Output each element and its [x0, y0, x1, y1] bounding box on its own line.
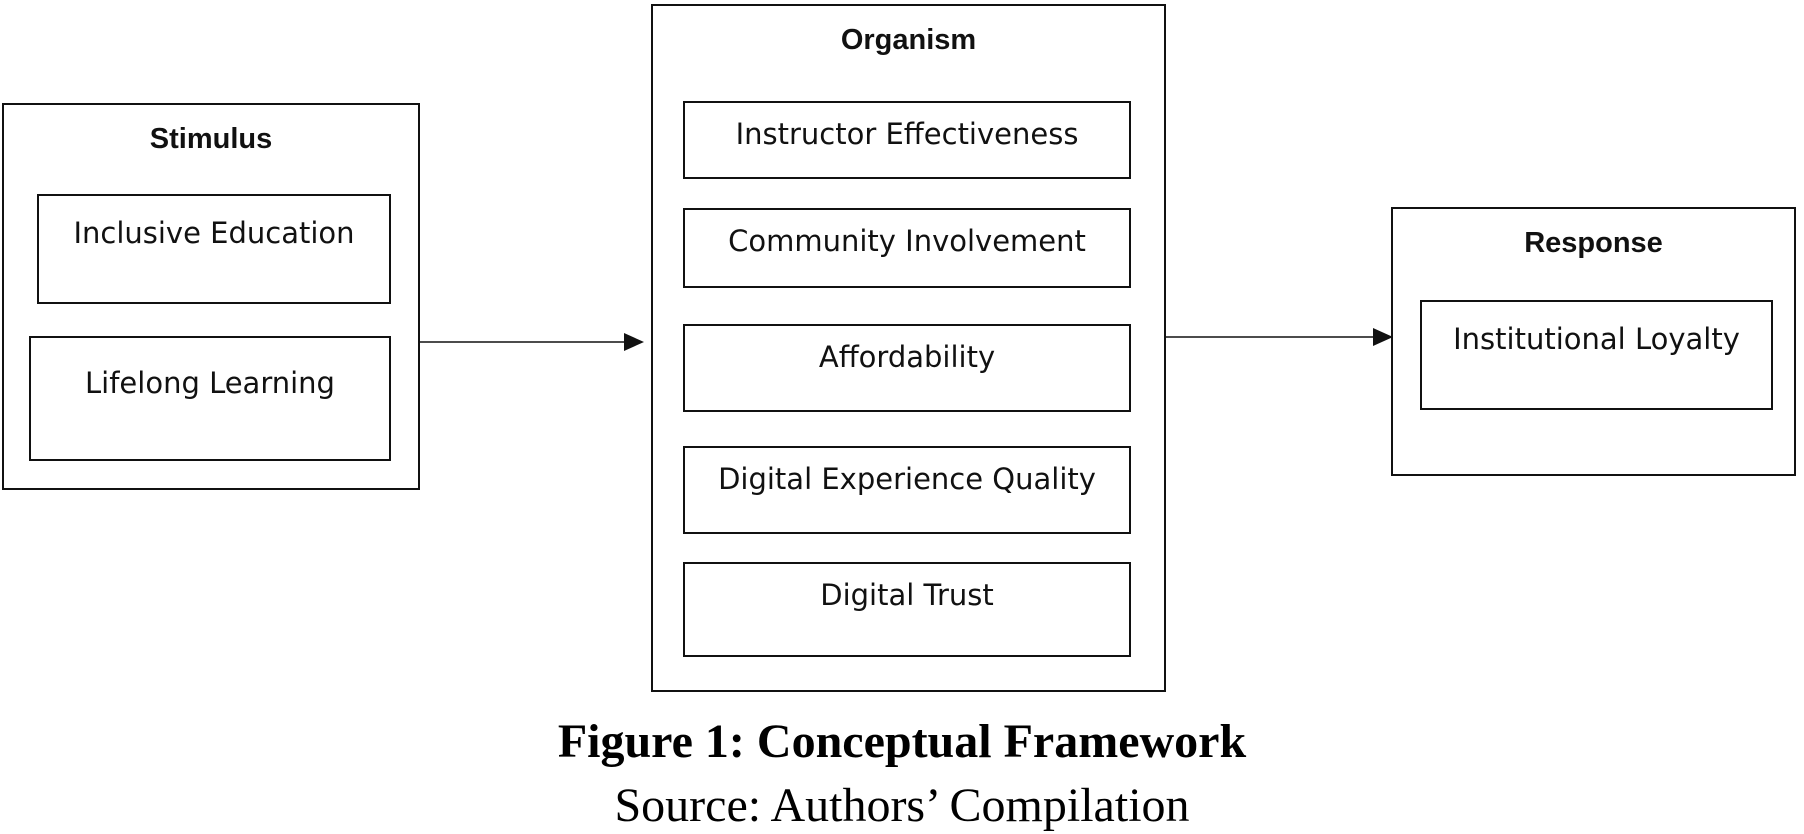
node-inclusive-education: Inclusive Education: [37, 194, 391, 304]
node-label: Lifelong Learning: [85, 366, 335, 400]
arrowhead-organism-to-response: [1373, 328, 1393, 346]
node-label: Affordability: [818, 340, 996, 374]
arrowhead-stimulus-to-organism: [624, 333, 644, 351]
figure-caption-title: Figure 1: Conceptual Framework: [557, 715, 1247, 768]
node-digital-trust: Digital Trust: [683, 562, 1131, 657]
organism-group: Organism Instructor Effectiveness Commun…: [651, 4, 1166, 692]
figure-caption-source: Source: Authors’ Compilation: [614, 779, 1190, 832]
node-label: Instructor Effectiveness: [735, 117, 1079, 151]
node-institutional-loyalty: Institutional Loyalty: [1420, 300, 1773, 410]
response-group: Response Institutional Loyalty: [1391, 207, 1796, 476]
stimulus-title: Stimulus: [149, 123, 273, 155]
node-label: Community Involvement: [728, 224, 1086, 258]
organism-title: Organism: [840, 24, 977, 56]
stimulus-group: Stimulus Inclusive Education Lifelong Le…: [2, 103, 420, 490]
node-label: Digital Experience Quality: [718, 462, 1096, 496]
node-label: Institutional Loyalty: [1453, 322, 1740, 356]
node-label: Inclusive Education: [73, 216, 355, 250]
node-label: Digital Trust: [820, 578, 994, 612]
node-digital-experience-quality: Digital Experience Quality: [683, 446, 1131, 534]
node-affordability: Affordability: [683, 324, 1131, 412]
node-community-involvement: Community Involvement: [683, 208, 1131, 288]
node-lifelong-learning: Lifelong Learning: [29, 336, 391, 461]
node-instructor-effectiveness: Instructor Effectiveness: [683, 101, 1131, 179]
response-title: Response: [1524, 227, 1663, 259]
